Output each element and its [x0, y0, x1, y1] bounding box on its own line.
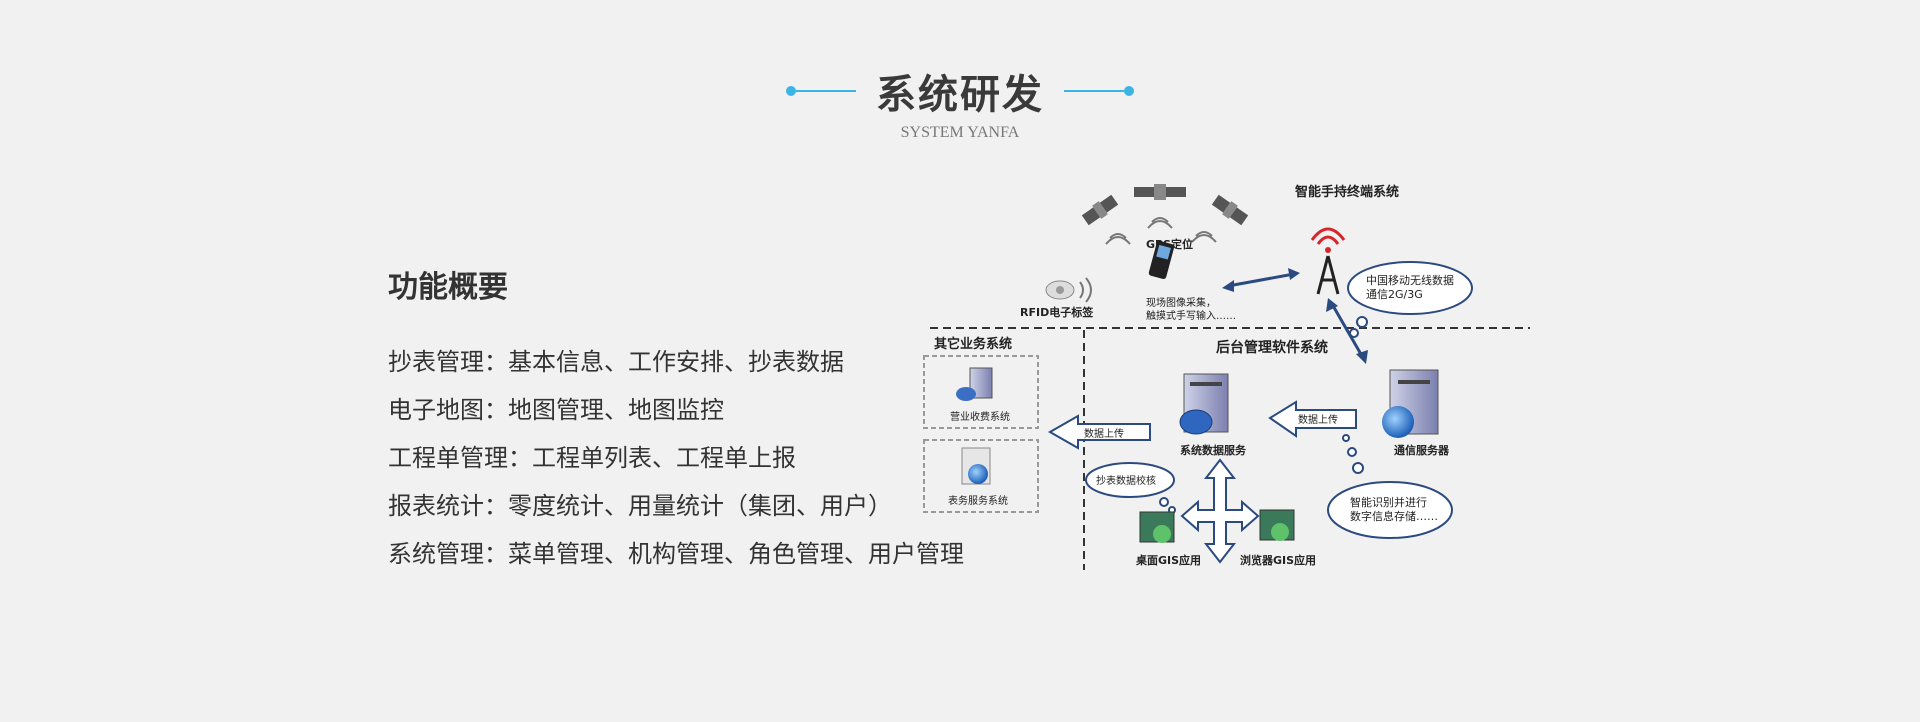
- field-input-label-line2: 触摸式手写输入……: [1146, 309, 1236, 322]
- feature-item-system-management: 系统管理：菜单管理、机构管理、角色管理、用户管理: [388, 540, 964, 568]
- data-service-label: 系统数据服务: [1180, 443, 1247, 457]
- feature-item-work-order: 工程单管理：工程单列表、工程单上报: [388, 444, 796, 472]
- desktop-gis-label: 桌面GIS应用: [1135, 553, 1201, 567]
- upload-arrow-right: [1268, 400, 1357, 438]
- page-header: 系统研发 SYSTEM YANFA: [0, 0, 1920, 160]
- other-systems-title: 其它业务系统: [934, 336, 1012, 352]
- meter-service-label: 表务服务系统: [948, 494, 1008, 507]
- rfid-tag-icon: [1045, 277, 1092, 303]
- desktop-gis-monitor-icon: [1139, 511, 1175, 543]
- smart-storage-cloud: [1327, 481, 1453, 539]
- four-way-arrow-icon: [1180, 458, 1260, 564]
- system-architecture-diagram: GPS定位 现场图像采集， 触摸式手写输入…… RFID电子标签 智能手持终端系…: [900, 170, 1560, 580]
- satellite-icon: [1211, 194, 1249, 226]
- meter-verify-label: 抄表数据校核: [1096, 474, 1156, 487]
- upload-arrow-left: [1047, 414, 1151, 450]
- billing-system-label: 营业收费系统: [950, 410, 1010, 423]
- billing-server-icon: [956, 367, 993, 401]
- right-dot-ornament: [1124, 86, 1134, 96]
- field-input-label-line1: 现场图像采集，: [1146, 296, 1216, 309]
- smart-storage-label-line1: 智能识别并进行: [1350, 495, 1427, 509]
- satellite-icon: [1134, 184, 1186, 200]
- handheld-terminal-icon: [1148, 240, 1175, 279]
- handheld-system-title: 智能手持终端系统: [1295, 184, 1399, 200]
- smart-storage-label-line2: 数字信息存储……: [1350, 509, 1438, 523]
- mobile-network-cloud: [1347, 261, 1473, 338]
- upload-left-label: 数据上传: [1084, 427, 1124, 440]
- feature-item-meter-reading: 抄表管理：基本信息、工作安排、抄表数据: [388, 348, 844, 376]
- feature-item-report-statistics: 报表统计：零度统计、用量统计（集团、用户）: [388, 492, 892, 520]
- function-overview: 功能概要 抄表管理：基本信息、工作安排、抄表数据 电子地图：地图管理、地图监控 …: [388, 262, 988, 578]
- upload-right-label: 数据上传: [1298, 413, 1338, 426]
- signal-tower-icon: [1310, 227, 1346, 295]
- mobile-network-label-line1: 中国移动无线数据: [1366, 273, 1454, 287]
- meter-service-box: [923, 439, 1039, 513]
- satellite-icon: [1081, 194, 1119, 226]
- browser-gis-monitor-icon: [1259, 509, 1295, 541]
- overview-heading: 功能概要: [388, 270, 508, 305]
- data-service-server-icon: [1179, 373, 1229, 435]
- link-double-arrow-icon: [1222, 268, 1300, 292]
- left-line-ornament: [796, 90, 856, 92]
- rfid-label: RFID电子标签: [1020, 305, 1094, 319]
- right-line-ornament: [1064, 90, 1124, 92]
- browser-gis-label: 浏览器GIS应用: [1240, 553, 1316, 567]
- left-dot-ornament: [786, 86, 796, 96]
- billing-system-box: [923, 355, 1039, 429]
- tower-server-double-arrow-icon: [1326, 298, 1368, 364]
- page-subtitle: SYSTEM YANFA: [900, 124, 1020, 141]
- feature-item-electronic-map: 电子地图：地图管理、地图监控: [388, 396, 724, 424]
- page-title: 系统研发: [876, 72, 1044, 118]
- meter-service-document-icon: [961, 447, 991, 485]
- meter-verify-cloud: [1085, 462, 1176, 514]
- comm-server-icon: [1382, 369, 1439, 438]
- mobile-network-label-line2: 通信2G/3G: [1366, 288, 1423, 301]
- backend-system-title: 后台管理软件系统: [1216, 339, 1328, 356]
- comm-server-label: 通信服务器: [1394, 443, 1450, 457]
